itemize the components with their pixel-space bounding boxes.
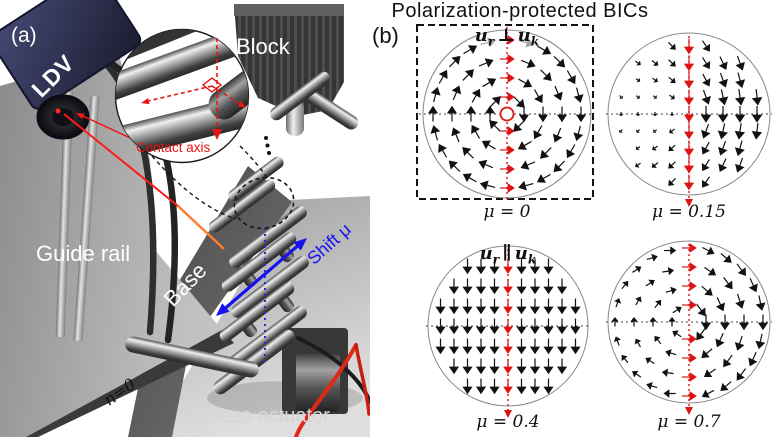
zoom-ellipse (151, 145, 295, 230)
panel-b-bics: Polarization-protected BICs (b) ur⊥uk ur… (370, 0, 777, 437)
block-label: Block (236, 34, 290, 59)
panel-b-label: (b) (372, 23, 399, 48)
panel-b-title: Polarization-protected BICs (391, 0, 649, 22)
wires (294, 336, 370, 437)
red-axis-arrowhead (685, 199, 693, 207)
parallel-symbol: ∥ (502, 243, 512, 264)
piezo-actuator-body (207, 328, 363, 415)
panel-a-setup: (a) LDV Block Contact axis Guide rail Ba… (0, 0, 370, 437)
red-axis-arrowhead (685, 407, 693, 415)
mu-label-2: μ = 0.4 (476, 412, 540, 432)
vertical-ellipsis-dots (264, 136, 271, 155)
header-ur-perp-uk: ur⊥uk (474, 25, 540, 49)
bic-center-marker (499, 106, 515, 122)
quiver-plot-mu-0 (416, 24, 594, 200)
contact-axis-label: Contact axis (136, 140, 211, 155)
quiver-plot-mu-0.7 (606, 240, 772, 415)
red-wire (294, 343, 358, 437)
piezo-actuator-label: Piezo actuator (202, 405, 330, 427)
red-axis-arrowhead (504, 410, 512, 418)
red-wire-2 (354, 343, 370, 416)
rod-chain (125, 71, 331, 395)
quiver-plots (416, 24, 772, 418)
contact-inset (114, 28, 250, 164)
guide-rail-label: Guide rail (36, 241, 131, 266)
block-mass (234, 4, 359, 136)
setup-scene (0, 0, 370, 437)
ldv-device (0, 0, 142, 140)
mu-label-0: μ = 0 (483, 202, 531, 222)
guide-rail-rods (55, 91, 100, 342)
perp-symbol: ⊥ (497, 25, 515, 46)
quiver-plot-mu-0.15 (606, 32, 772, 207)
panel-a-label: (a) (11, 24, 37, 47)
mu-label-3: μ = 0.7 (657, 412, 721, 432)
contact-axis-arrows (147, 38, 241, 130)
dashed-box (416, 24, 594, 200)
shift-arrow (216, 228, 307, 362)
mu-label-1: μ = 0.15 (652, 202, 726, 222)
quiver-plot-mu-0.4 (426, 245, 590, 418)
rod-n0 (125, 336, 259, 378)
laser-spot (55, 108, 61, 114)
header-ur-parallel-uk: ur∥uk (479, 243, 537, 267)
